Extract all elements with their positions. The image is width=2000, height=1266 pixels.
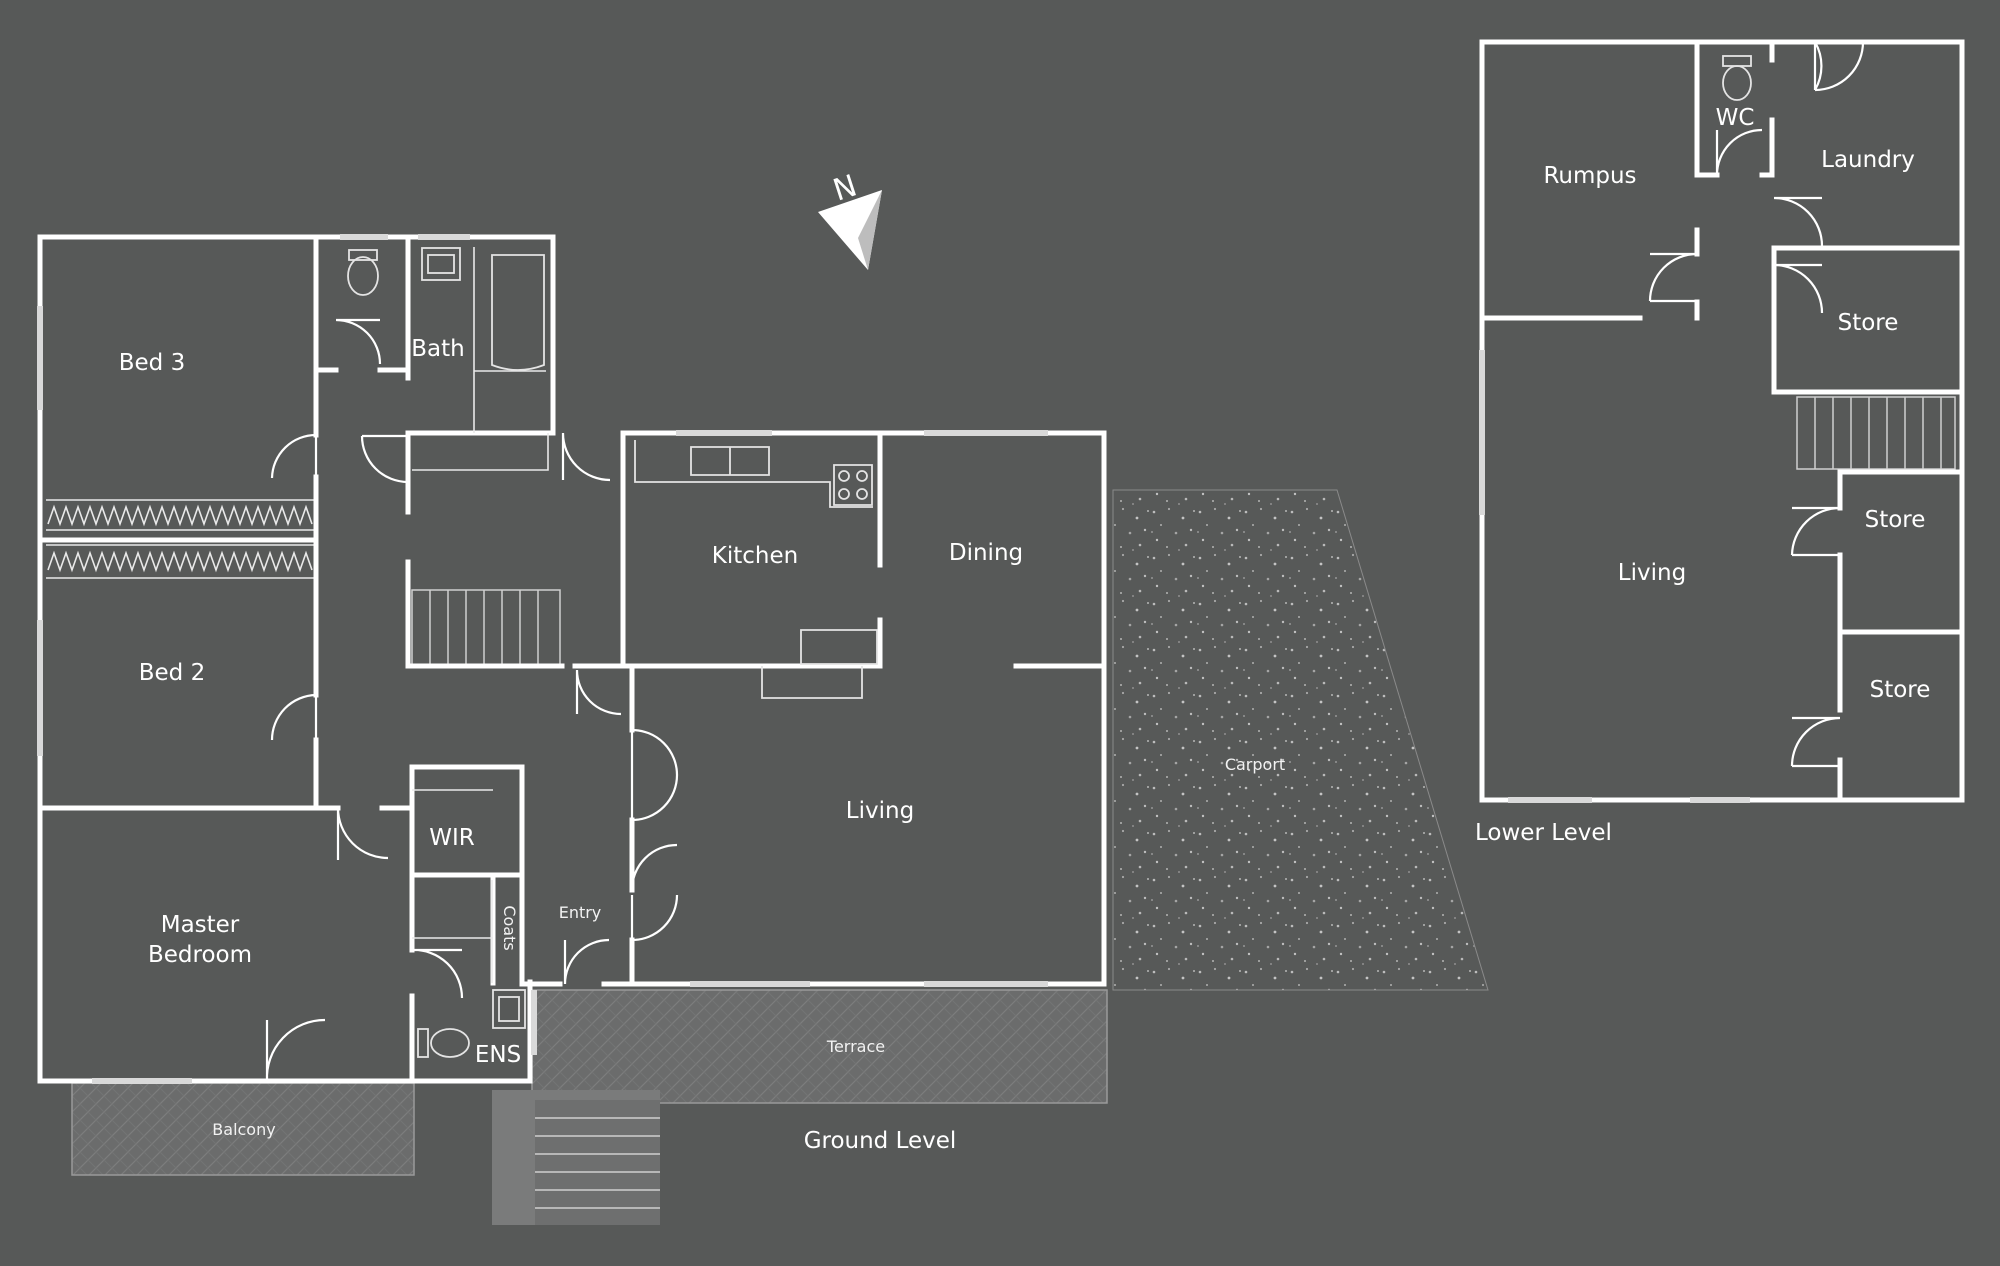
balcony-deck [71, 1082, 415, 1176]
basin-ens-icon [492, 989, 526, 1029]
room-label-store-1: Store [1838, 310, 1899, 336]
room-label-master-line1: Master [161, 912, 240, 938]
area-label-terrace: Terrace [826, 1037, 885, 1056]
room-label-master-line2: Bedroom [148, 942, 252, 968]
room-label-bed3: Bed 3 [119, 350, 185, 376]
level-title-lower: Lower Level [1475, 820, 1612, 846]
room-label-bed2: Bed 2 [139, 660, 205, 686]
north-arrow-icon: N [818, 168, 882, 270]
room-label-rumpus: Rumpus [1543, 163, 1636, 189]
basin-bath-icon [421, 247, 461, 281]
room-label-laundry: Laundry [1821, 147, 1915, 173]
room-label-dining: Dining [949, 540, 1023, 566]
ground-level-plan: Bed 3 Bath Bed 2 Kitchen Dining Living W… [37, 234, 1489, 1225]
level-title-ground: Ground Level [804, 1128, 957, 1154]
lower-level-plan: Rumpus WC Laundry Store Store Store Livi… [1475, 39, 1965, 846]
lower-walls [1479, 39, 1965, 803]
front-steps [492, 1090, 660, 1225]
room-label-bath: Bath [411, 336, 464, 362]
room-label-living-ground: Living [846, 798, 914, 824]
room-label-wc: WC [1716, 105, 1755, 131]
lower-windows [1479, 350, 1750, 803]
toilet-bath-icon [347, 249, 379, 296]
toilet-ens-icon [417, 1028, 470, 1058]
ground-doors [265, 318, 679, 1082]
ground-staircase [411, 589, 561, 667]
room-label-ens: ENS [475, 1042, 521, 1068]
room-label-entry: Entry [559, 903, 602, 922]
room-label-living-lower: Living [1618, 560, 1686, 586]
lower-staircase [1796, 396, 1956, 470]
toilet-wc-icon [1722, 55, 1752, 101]
room-label-coats: Coats [500, 905, 519, 950]
terrace-deck [531, 989, 1108, 1104]
area-label-balcony: Balcony [212, 1120, 275, 1139]
lower-doors [1648, 41, 1865, 768]
carport-area [1112, 489, 1489, 991]
wardrobe-bed3 [46, 499, 316, 531]
room-label-kitchen: Kitchen [712, 543, 798, 569]
ground-windows [37, 234, 1048, 1084]
area-label-carport: Carport [1225, 755, 1285, 774]
room-label-store-2: Store [1865, 507, 1926, 533]
ground-fixtures [412, 247, 878, 983]
wardrobe-bed2 [46, 544, 316, 579]
compass-label: N [829, 168, 861, 208]
room-label-store-3: Store [1870, 677, 1931, 703]
room-label-wir: WIR [429, 825, 475, 851]
